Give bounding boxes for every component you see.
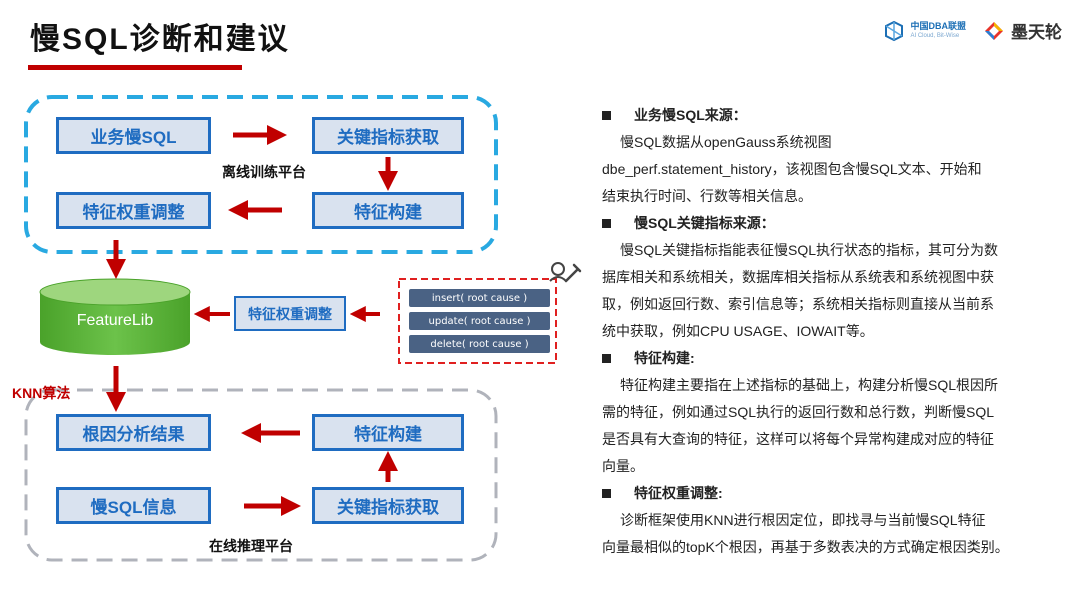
- online-platform-region: [24, 388, 498, 562]
- section-line: 取，例如返回行数、索引信息等；系统相关指标则直接从当前系: [602, 296, 994, 312]
- section-heading: 特征权重调整:: [602, 480, 1062, 507]
- section-line: 是否具有大查询的特征，这样可以将每个异常构建成对应的特征: [602, 431, 994, 447]
- offline-weight-adjust-box: 特征权重调整: [56, 192, 211, 229]
- title-underline: [28, 65, 242, 70]
- section-line: dbe_perf.statement_history，该视图包含慢SQL文本、开…: [602, 161, 982, 177]
- motianlun-logo: 墨天轮: [982, 18, 1062, 43]
- offline-platform-region: [24, 95, 498, 254]
- root-cause-region: [398, 278, 557, 364]
- section-heading: 业务慢SQL来源：: [602, 102, 1062, 129]
- section-weight: 特征权重调整: 诊断框架使用KNN进行根因定位，即找寻与当前慢SQL特征 向量最…: [602, 480, 1062, 561]
- offline-key-metrics-box: 关键指标获取: [312, 117, 464, 154]
- dba-logo-icon: [884, 20, 903, 41]
- page-title: 慢SQL诊断和建议: [30, 23, 290, 56]
- motianlun-logo-text: 墨天轮: [1011, 23, 1062, 42]
- bullet-square-icon: [602, 489, 611, 498]
- section-line: 结束执行时间、行数等相关信息。: [602, 188, 812, 204]
- section-feature: 特征构建: 特征构建主要指在上述指标的基础上，构建分析慢SQL根因所 需的特征，…: [602, 345, 1062, 480]
- dba-logo-subtext: AI Cloud, Bit-Wise: [910, 33, 960, 39]
- dba-logo-text: 中国DBA联盟: [910, 21, 967, 31]
- section-line: 向量。: [602, 458, 644, 474]
- section-line: 需的特征，例如通过SQL执行的返回行数和总行数，判断慢SQL: [602, 404, 995, 420]
- online-root-result-box: 根因分析结果: [56, 414, 211, 451]
- online-slow-sql-info-box: 慢SQL信息: [56, 487, 211, 524]
- wrench-icon: [549, 262, 582, 283]
- dba-logo: 中国DBA联盟 AI Cloud, Bit-Wise: [882, 19, 967, 43]
- motianlun-logo-icon: [985, 21, 1003, 40]
- section-line: 特征构建主要指在上述指标的基础上，构建分析慢SQL根因所: [620, 377, 999, 393]
- bullet-square-icon: [602, 111, 611, 120]
- featurelib-cylinder: [39, 278, 191, 355]
- section-heading: 慢SQL关键指标来源：: [602, 210, 1062, 237]
- root-cause-update: update( root cause ): [409, 312, 550, 330]
- middle-weight-adjust-box: 特征权重调整: [234, 296, 346, 331]
- offline-platform-label: 离线训练平台: [222, 164, 306, 180]
- featurelib-label: FeatureLib: [76, 312, 154, 329]
- online-feature-build-box: 特征构建: [312, 414, 464, 451]
- section-metrics: 慢SQL关键指标来源： 慢SQL关键指标指能表征慢SQL执行状态的指标，其可分为…: [602, 210, 1062, 345]
- bullet-square-icon: [602, 219, 611, 228]
- knn-label: KNN算法: [12, 385, 71, 401]
- section-line: 慢SQL数据从openGauss系统视图: [620, 134, 832, 150]
- offline-feature-build-box: 特征构建: [312, 192, 464, 229]
- section-line: 诊断框架使用KNN进行根因定位，即找寻与当前慢SQL特征: [620, 512, 986, 528]
- root-cause-delete: delete( root cause ): [409, 335, 550, 353]
- online-key-metrics-box: 关键指标获取: [312, 487, 464, 524]
- section-heading: 特征构建:: [602, 345, 1062, 372]
- bullet-square-icon: [602, 354, 611, 363]
- section-line: 据库相关和系统相关，数据库相关指标从系统表和系统视图中获: [602, 269, 994, 285]
- description-panel: 业务慢SQL来源： 慢SQL数据从openGauss系统视图 dbe_perf.…: [602, 102, 1062, 561]
- section-line: 慢SQL关键指标指能表征慢SQL执行状态的指标，其可分为数: [620, 242, 999, 258]
- root-cause-insert: insert( root cause ): [409, 289, 550, 307]
- section-line: 统中获取，例如CPU USAGE、IOWAIT等。: [602, 323, 874, 339]
- section-line: 向量最相似的topK个根因，再基于多数表决的方式确定根因类别。: [602, 539, 1009, 555]
- offline-slow-sql-box: 业务慢SQL: [56, 117, 211, 154]
- section-source: 业务慢SQL来源： 慢SQL数据从openGauss系统视图 dbe_perf.…: [602, 102, 1062, 210]
- logo-group: 中国DBA联盟 AI Cloud, Bit-Wise 墨天轮: [882, 18, 1062, 43]
- online-platform-label: 在线推理平台: [209, 538, 293, 554]
